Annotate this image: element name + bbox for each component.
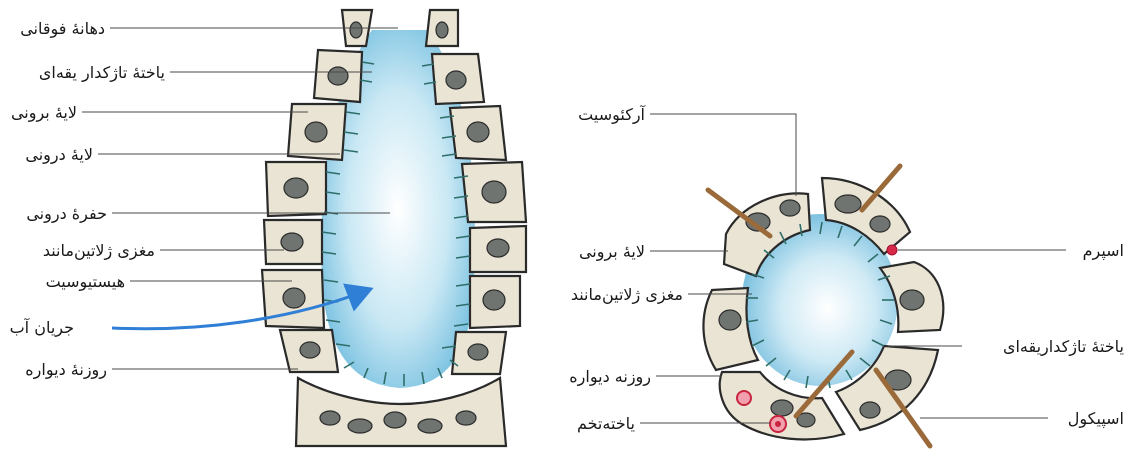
label-sperm: اسپرم bbox=[1083, 241, 1124, 261]
sperm-cell bbox=[887, 245, 897, 255]
label-ostium-left: روزنهٔ دیواره bbox=[25, 360, 107, 380]
label-cavity: حفرهٔ درونی bbox=[26, 204, 107, 224]
right-sponge-section bbox=[703, 166, 943, 446]
label-choanocyte-left: یاختهٔ تاژکدار یقه‌ای bbox=[39, 63, 165, 83]
label-outer-layer-right: لایهٔ برونی bbox=[579, 242, 645, 262]
label-archaeocyte: آرکئوسیت bbox=[578, 105, 646, 125]
label-outer-layer-left: لایهٔ برونی bbox=[11, 103, 77, 123]
label-inner-layer: لایهٔ درونی bbox=[25, 145, 93, 165]
label-water-flow: جریان آب bbox=[10, 318, 74, 338]
label-mesohyl-left: مغزی ژلاتین‌مانند bbox=[43, 241, 155, 261]
label-spicule: اسپیکول bbox=[1068, 409, 1124, 429]
label-ostium-right: روزنه دیواره bbox=[569, 367, 651, 387]
label-egg: یاخته‌تخم bbox=[577, 414, 635, 433]
label-mesohyl-right: مغزی ژلاتین‌مانند bbox=[571, 285, 683, 305]
label-histiocyte: هیستیوسیت bbox=[46, 272, 125, 292]
label-osculum: دهانهٔ فوقانی bbox=[20, 19, 105, 39]
label-choanocyte-right: یاختهٔ تاژکداریقه‌ای bbox=[1003, 337, 1124, 357]
left-sponge-section bbox=[112, 10, 526, 446]
